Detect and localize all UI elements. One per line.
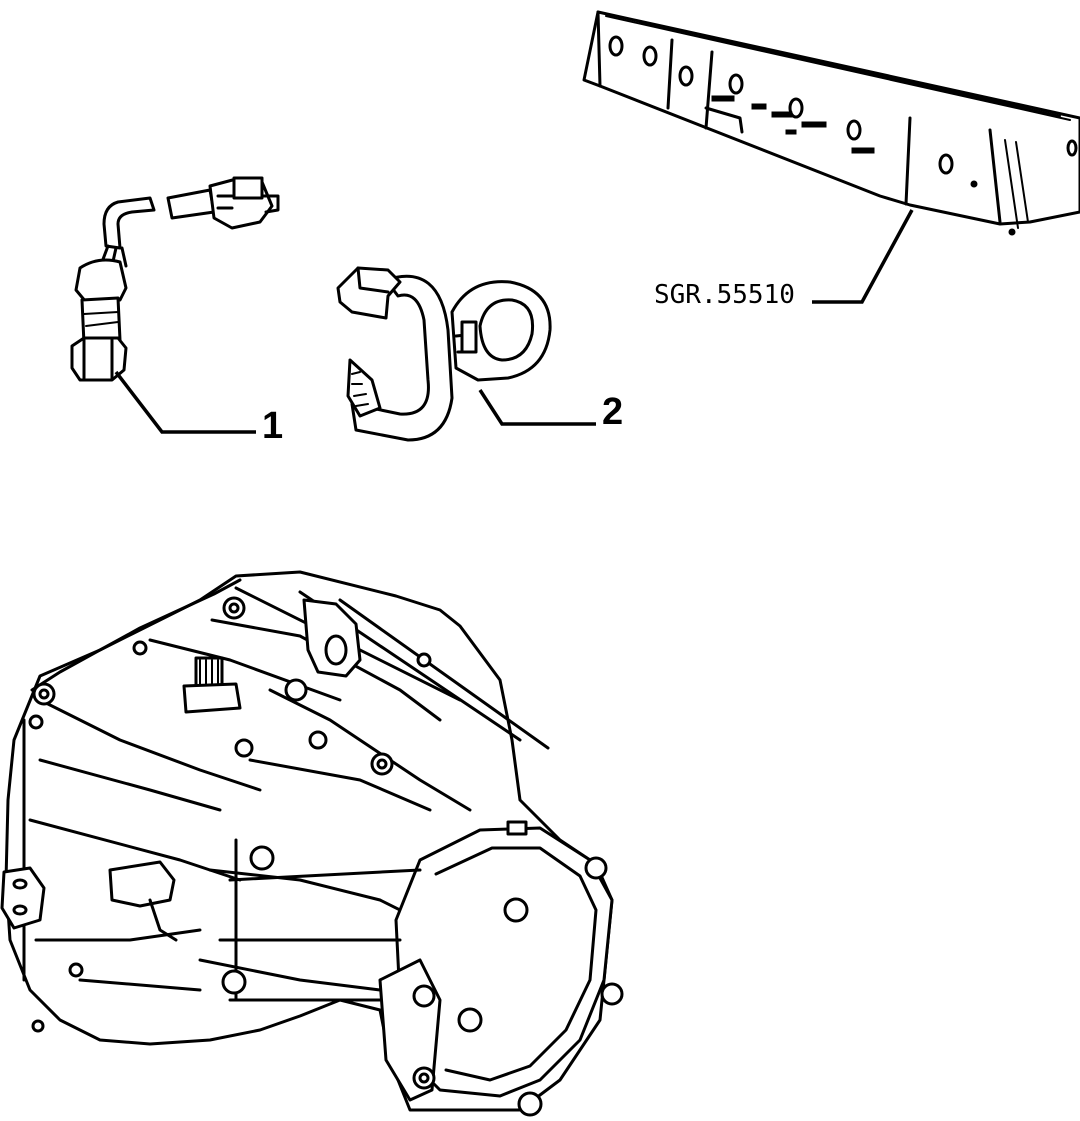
instrument-panel-icon	[582, 10, 1080, 236]
callout-2: 2	[478, 389, 623, 433]
reference-callout: SGR.55510	[654, 209, 914, 310]
callout-1: 1	[114, 370, 283, 447]
speedometer-sensor-icon	[70, 176, 280, 382]
reference-code: SGR.55510	[654, 280, 795, 310]
reference-leader	[812, 209, 914, 304]
callout-2-label: 2	[602, 391, 623, 433]
callout-1-leader	[114, 370, 256, 434]
callout-2-leader	[478, 389, 596, 426]
callout-1-label: 1	[262, 405, 283, 447]
gearbox-icon	[0, 570, 624, 1117]
cable-clip-icon	[336, 266, 552, 442]
